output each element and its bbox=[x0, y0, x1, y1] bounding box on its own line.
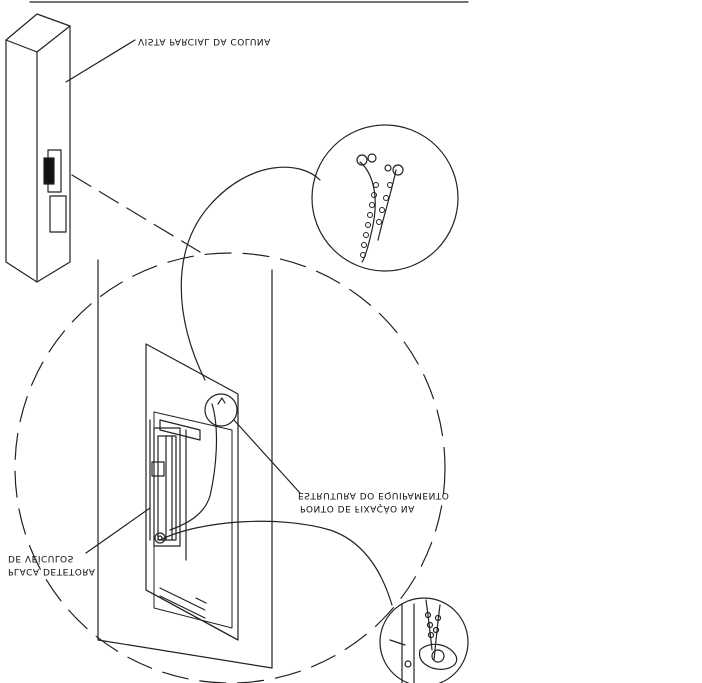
chain-detail-bottom bbox=[379, 597, 469, 683]
chain-detail-top bbox=[311, 124, 459, 272]
column-partial-view bbox=[5, 13, 71, 283]
fixing-point-mark bbox=[217, 397, 226, 405]
detail-connector-bottom bbox=[159, 520, 393, 606]
leader-fixing-point bbox=[233, 419, 301, 494]
enlarged-view-circle bbox=[14, 252, 446, 683]
projection-line bbox=[71, 174, 201, 253]
label-fixing-point: PONTO DE FIXAÇÃO NA bbox=[300, 503, 415, 513]
label-detector-plate: PLACA DETETORA bbox=[8, 566, 96, 576]
column-enlarged bbox=[97, 259, 273, 669]
label-equipment-structure: ESTRUTURA DO EQUIPAMENTO bbox=[298, 490, 450, 500]
label-vehicles: DE VEÍCULOS bbox=[8, 553, 74, 563]
leader-column bbox=[65, 39, 136, 83]
detail-connector-arc bbox=[180, 166, 321, 381]
label-column-view: VISTA PARCIAL DA COLUNA bbox=[138, 36, 271, 46]
fixing-point-circle bbox=[204, 393, 238, 427]
leader-detector-plate bbox=[85, 507, 151, 554]
